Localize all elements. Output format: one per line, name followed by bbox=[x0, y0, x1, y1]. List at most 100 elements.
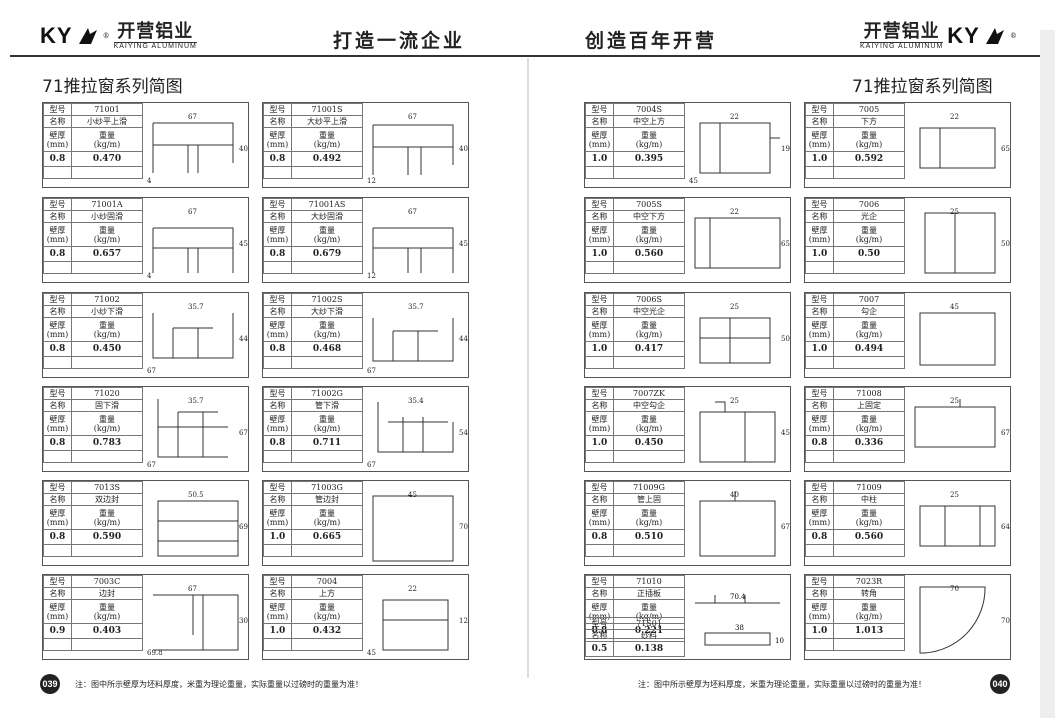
model-value: 7005 bbox=[833, 103, 905, 116]
profile-section-svg: 35.744.567 bbox=[147, 303, 249, 375]
wall-label: 壁厚(mm) bbox=[43, 505, 72, 530]
weight-value: 0.468 bbox=[291, 341, 363, 357]
model-value: 71020 bbox=[71, 387, 143, 400]
model-label: 型号 bbox=[805, 575, 834, 588]
dimension-label: 67 bbox=[1001, 429, 1010, 437]
wall-label: 壁厚(mm) bbox=[585, 317, 614, 342]
weight-value: 0.679 bbox=[291, 246, 363, 262]
model-label: 型号 bbox=[263, 387, 292, 400]
weight-value: 0.432 bbox=[291, 623, 363, 639]
model-value: 71008 bbox=[833, 387, 905, 400]
weight-label: 重量(kg/m) bbox=[291, 317, 363, 342]
wall-label: 壁厚(mm) bbox=[585, 222, 614, 247]
wall-value: 0.8 bbox=[263, 246, 292, 262]
weight-value: 0.560 bbox=[613, 246, 685, 262]
name-value: 大纱固滑 bbox=[291, 210, 363, 223]
name-value: 中空下方 bbox=[613, 210, 685, 223]
model-value: 71001A bbox=[71, 198, 143, 211]
name-value: 中空上方 bbox=[613, 115, 685, 128]
dimension-label: 67 bbox=[147, 461, 156, 469]
model-label: 型号 bbox=[263, 293, 292, 306]
slogan-right: 创造百年开营 bbox=[585, 30, 718, 52]
brand-sub: KAIYING ALUMINUM bbox=[860, 42, 944, 50]
weight-value: 0.336 bbox=[833, 435, 905, 451]
dimension-label: 50 bbox=[781, 335, 790, 343]
page-spine bbox=[1040, 30, 1055, 718]
profile-drawing: 35.744.567 bbox=[143, 293, 249, 377]
dimension-label: 40 bbox=[459, 145, 468, 153]
name-label: 名称 bbox=[263, 399, 292, 412]
wall-label: 壁厚(mm) bbox=[585, 411, 614, 436]
dimension-label: 70 bbox=[950, 585, 959, 593]
dimension-label: 67 bbox=[188, 208, 197, 216]
wall-value: 0.8 bbox=[263, 151, 292, 167]
model-value: 7006 bbox=[833, 198, 905, 211]
name-value: 管边封 bbox=[291, 493, 363, 506]
weight-value: 0.450 bbox=[613, 435, 685, 451]
model-value: 71001AS bbox=[291, 198, 363, 211]
dimension-label: 45 bbox=[459, 240, 468, 248]
model-value: 7007 bbox=[833, 293, 905, 306]
wall-value: 0.8 bbox=[585, 529, 614, 545]
name-label: 名称 bbox=[805, 493, 834, 506]
model-label: 型号 bbox=[43, 198, 72, 211]
model-value: 7013S bbox=[71, 481, 143, 494]
model-label: 型号 bbox=[585, 103, 614, 116]
weight-label: 重量(kg/m) bbox=[71, 127, 143, 152]
profile-drawing: 67 40 12 bbox=[363, 103, 469, 187]
logo-mark: KY bbox=[947, 23, 980, 48]
wall-label: 壁厚(mm) bbox=[43, 127, 72, 152]
dimension-label: 45 bbox=[367, 649, 376, 657]
dimension-label: 67 bbox=[408, 113, 417, 121]
page-gutter bbox=[527, 58, 529, 678]
wall-label: 壁厚(mm) bbox=[805, 127, 834, 152]
model-label: 型号 bbox=[585, 387, 614, 400]
wall-value: 1.0 bbox=[805, 341, 834, 357]
name-label: 名称 bbox=[585, 115, 614, 128]
model-value: 7004 bbox=[291, 575, 363, 588]
name-value: 小纱下滑 bbox=[71, 305, 143, 318]
weight-label: 重量(kg/m) bbox=[71, 599, 143, 624]
profile-drawing: 50.569.6 bbox=[143, 481, 249, 565]
weight-value: 0.492 bbox=[291, 151, 363, 167]
model-value: 71009 bbox=[833, 481, 905, 494]
dimension-label: 67 bbox=[188, 113, 197, 121]
model-value: 71002G bbox=[291, 387, 363, 400]
weight-value: 0.665 bbox=[291, 529, 363, 545]
wall-label: 壁厚(mm) bbox=[263, 317, 292, 342]
weight-value: 0.470 bbox=[71, 151, 143, 167]
name-value: 中空光企 bbox=[613, 305, 685, 318]
dimension-label: 12 bbox=[367, 177, 376, 185]
wall-label: 壁厚(mm) bbox=[43, 599, 72, 624]
wall-label: 壁厚(mm) bbox=[805, 411, 834, 436]
dimension-label: 65 bbox=[1001, 145, 1010, 153]
name-value: 小纱固滑 bbox=[71, 210, 143, 223]
wall-label: 壁厚(mm) bbox=[585, 127, 614, 152]
weight-label: 重量(kg/m) bbox=[833, 317, 905, 342]
dimension-label: 67.5 bbox=[239, 429, 249, 437]
